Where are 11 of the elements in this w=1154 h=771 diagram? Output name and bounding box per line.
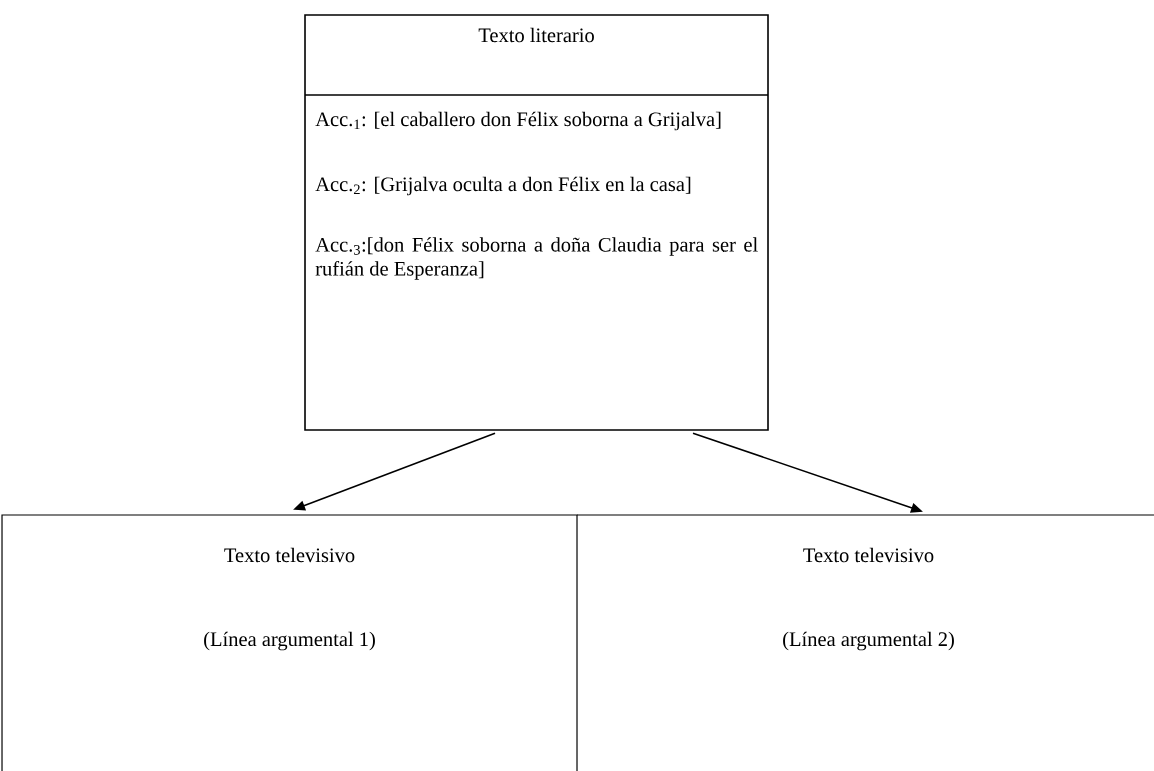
cell-text: (Línea argumental 2) <box>783 631 954 651</box>
action-text: Acc.$_{2}$: [Grijalva oculta a don Félix en la casa] <box>315 176 691 196</box>
heading: Texto literario <box>478 27 594 43</box>
action-text: Acc.$_{1}$: [el caballero don Félix soborna a Grijalva] <box>315 111 721 131</box>
table-cell <box>576 514 1154 651</box>
action-text: Acc.$_{3}$:[don Félix soborna a doña Claudia para ser el rufián de Esperanza] <box>315 237 758 280</box>
table-cell <box>1 514 578 771</box>
cell-text: Texto televisivo <box>803 547 934 563</box>
cell-text: (Línea argumental 1) <box>204 631 375 651</box>
cell-text: Texto televisivo <box>224 547 355 563</box>
text-box <box>304 14 769 431</box>
